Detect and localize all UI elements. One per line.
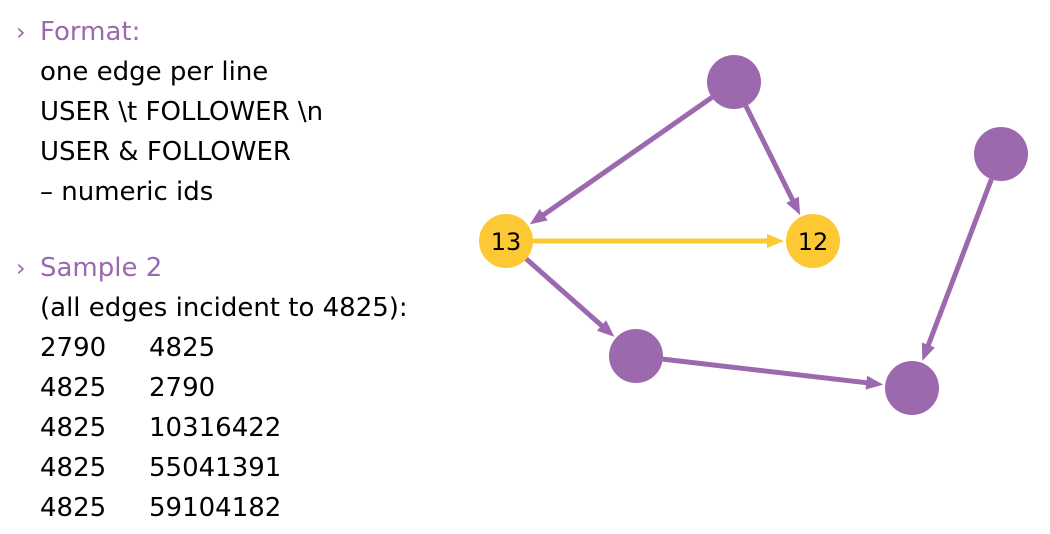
arrowhead-icon bbox=[767, 234, 784, 248]
graph-edge-top-to-n13 bbox=[529, 95, 714, 225]
graph-edge-top-to-n12 bbox=[743, 105, 801, 216]
edge-user: 4825 bbox=[40, 453, 107, 483]
node-label: 13 bbox=[491, 228, 522, 256]
sample-title: Sample 2 bbox=[40, 253, 163, 283]
format-title: Format: bbox=[40, 17, 141, 47]
node-circle bbox=[707, 55, 761, 109]
edge-follower: 4825 bbox=[149, 333, 216, 363]
format-line: USER \t FOLLOWER \n bbox=[40, 97, 324, 127]
format-line: USER & FOLLOWER bbox=[40, 137, 291, 167]
arrowhead-icon bbox=[596, 320, 615, 337]
format-line: – numeric ids bbox=[40, 177, 214, 207]
edge-follower: 10316422 bbox=[149, 413, 282, 443]
edge-user: 4825 bbox=[40, 413, 107, 443]
edge-line bbox=[662, 356, 869, 386]
arrowhead-icon bbox=[786, 196, 801, 216]
graph-node-top bbox=[707, 55, 761, 109]
node-circle bbox=[885, 361, 939, 415]
graph-node-n13: 13 bbox=[479, 214, 533, 268]
edge-line bbox=[540, 95, 714, 218]
graph-edge-n13-to-n12 bbox=[533, 234, 784, 248]
edge-line bbox=[743, 105, 796, 203]
graph-edge-right-to-bottom bbox=[921, 178, 994, 361]
arrowhead-icon bbox=[865, 375, 884, 390]
edge-follower: 2790 bbox=[149, 373, 216, 403]
edge-user: 4825 bbox=[40, 373, 107, 403]
format-line: one edge per line bbox=[40, 57, 269, 87]
graph-node-right bbox=[974, 127, 1028, 181]
node-circle bbox=[786, 214, 840, 268]
edge-follower: 59104182 bbox=[149, 493, 282, 523]
graph-edge-mid-to-bottom bbox=[662, 356, 884, 390]
bullet-icon: › bbox=[16, 254, 26, 282]
node-circle bbox=[974, 127, 1028, 181]
edge-line bbox=[524, 257, 605, 329]
node-label: 12 bbox=[798, 228, 829, 256]
bullet-icon: › bbox=[16, 18, 26, 46]
graph-node-bottom bbox=[885, 361, 939, 415]
edge-follower: 55041391 bbox=[149, 453, 282, 483]
node-circle bbox=[609, 329, 663, 383]
graph-edge-n13-to-mid bbox=[524, 257, 615, 337]
edge-line bbox=[925, 178, 994, 348]
arrowhead-icon bbox=[921, 342, 935, 361]
graph-node-mid bbox=[609, 329, 663, 383]
format-heading: › Format: bbox=[16, 16, 140, 48]
sample-heading: › Sample 2 bbox=[16, 252, 162, 284]
text-panel: › Format: one edge per line USER \t FOLLO… bbox=[0, 0, 470, 534]
edge-user: 4825 bbox=[40, 493, 107, 523]
edge-user: 2790 bbox=[40, 333, 107, 363]
arrowhead-icon bbox=[529, 208, 548, 225]
sample-subtitle: (all edges incident to 4825): bbox=[40, 293, 408, 323]
graph-node-n12: 12 bbox=[786, 214, 840, 268]
node-circle bbox=[479, 214, 533, 268]
